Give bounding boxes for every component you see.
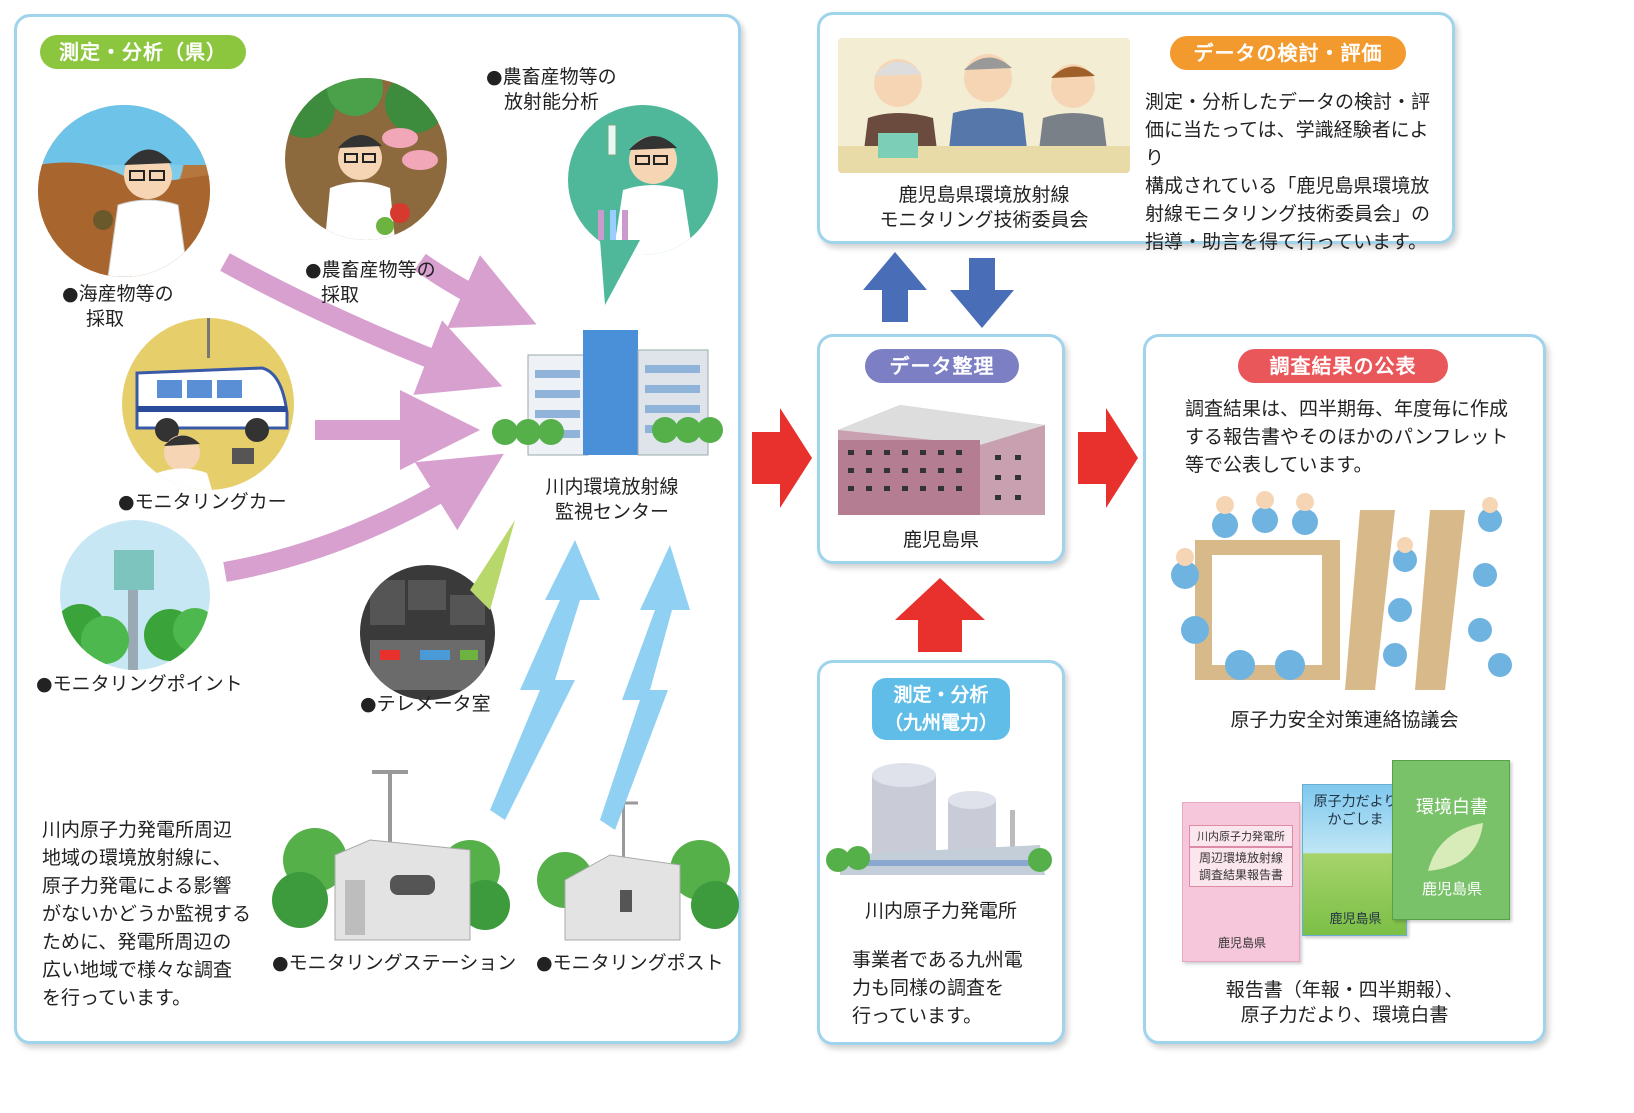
committee-description: 測定・分析したデータの検討・評 価に当たっては、学識経験者により 構成されている… xyxy=(1145,91,1431,253)
kyuden-description: 事業者である九州電 力も同様の調査を 行っています。 xyxy=(852,949,1023,1027)
book-newsletter-publisher: 鹿児島県 xyxy=(1329,912,1382,927)
book-whitepaper-title: 環境白書 xyxy=(1416,797,1488,818)
label-monitoring-car: ●モニタリングカー xyxy=(118,491,287,513)
label-monitoring-point: ●モニタリングポイント xyxy=(36,673,243,695)
test-tube-icon xyxy=(598,124,693,255)
label-monitoring-post: ●モニタリングポスト xyxy=(536,952,724,974)
book-survey-report: 川内原子力発電所 周辺環境放射線 調査結果報告書 鹿児島県 xyxy=(1182,802,1300,962)
scientist-icon xyxy=(38,105,210,277)
label-monitoring-center: 川内環境放射線 監視センター xyxy=(545,476,679,523)
badge-measurement-prefecture: 測定・分析（県） xyxy=(40,35,246,69)
right-arrow-icon xyxy=(1078,408,1138,508)
book-whitepaper-publisher: 鹿児島県 xyxy=(1421,880,1482,898)
book-newsletter: 原子力だより かごしま 鹿児島県 xyxy=(1302,784,1407,936)
monitoring-car-illustration xyxy=(122,318,294,490)
publications-caption: 報告書（年報・四半期報）、 原子力だより、環境白書 xyxy=(1225,979,1464,1026)
label-marine-sampling: ●海産物等の 採取 xyxy=(62,283,174,330)
badge-measurement-kyuden: 測定・分析 （九州電力） xyxy=(872,678,1010,740)
label-telemeter-room: ●テレメータ室 xyxy=(360,693,491,715)
publication-description: 調査結果は、四半期毎、年度毎に作成 する報告書やそのほかのパンフレット 等で公表… xyxy=(1185,398,1509,476)
book-report-title: 周辺環境放射線 調査結果報告書 xyxy=(1189,847,1293,887)
control-panel-icon xyxy=(370,580,485,690)
badge-data-organization: データ整理 xyxy=(865,349,1019,383)
farm-icon xyxy=(285,78,445,240)
label-sendai-plant: 川内原子力発電所 xyxy=(864,900,1017,922)
leaf-icon xyxy=(1428,823,1483,871)
book-report-publisher: 鹿児島県 xyxy=(1217,936,1266,950)
committee-members-icon xyxy=(838,54,1130,173)
label-radioactivity-analysis: ●農畜産物等の 放射能分析 xyxy=(486,66,617,113)
lab-analysis-illustration xyxy=(568,105,718,255)
monitoring-point-icon xyxy=(60,550,210,670)
down-arrow-icon xyxy=(950,258,1014,328)
label-committee-name: 鹿児島県環境放射線 モニタリング技術委員会 xyxy=(879,184,1089,231)
badge-data-review: データの検討・評価 xyxy=(1170,36,1406,70)
label-monitoring-station: ●モニタリングステーション xyxy=(272,952,517,974)
book-newsletter-title: 原子力だより かごしま xyxy=(1313,794,1398,828)
van-icon xyxy=(135,318,289,490)
telemeter-room-illustration xyxy=(360,565,495,700)
book-whitepaper: 環境白書 鹿児島県 xyxy=(1392,760,1510,920)
monitoring-point-illustration xyxy=(60,520,210,670)
marine-sampling-illustration xyxy=(38,105,210,277)
committee-illustration xyxy=(838,38,1130,173)
book-report-subtitle: 川内原子力発電所 xyxy=(1189,825,1293,847)
label-kagoshima-prefecture: 鹿児島県 xyxy=(902,529,979,551)
label-agri-sampling: ●農畜産物等の 採取 xyxy=(305,259,436,306)
right-arrow-icon xyxy=(752,408,812,508)
up-arrow-icon xyxy=(895,578,985,652)
left-description: 川内原子力発電所周辺 地域の環境放射線に、 原子力発電による影響 がないかどうか… xyxy=(42,819,252,1009)
label-council-name: 原子力安全対策連絡協議会 xyxy=(1230,709,1459,731)
badge-publication: 調査結果の公表 xyxy=(1238,349,1448,383)
up-arrow-icon xyxy=(863,252,927,322)
agri-sampling-illustration xyxy=(285,78,447,240)
